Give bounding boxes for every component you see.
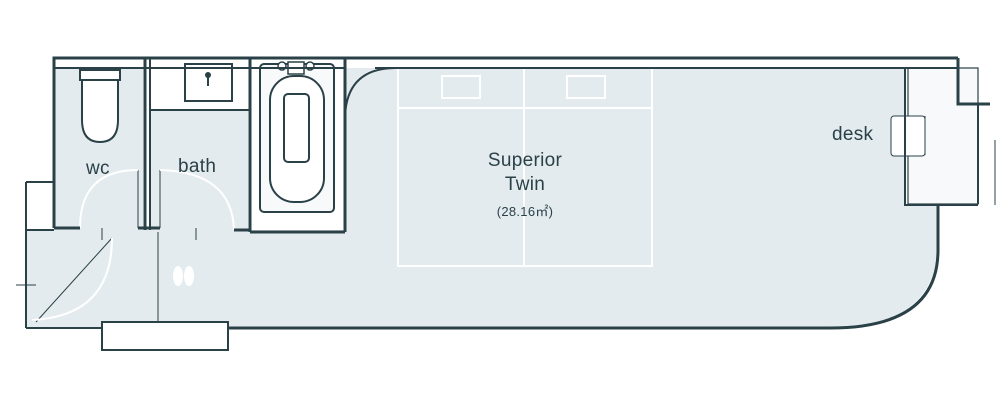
room-name-line2: Twin: [504, 174, 546, 195]
pillow-left: [441, 75, 481, 99]
toilet-bowl: [81, 79, 119, 144]
wc-label: wc: [86, 158, 110, 179]
desk-label: desk: [832, 124, 874, 145]
entry-door: [35, 237, 113, 323]
walls: [16, 56, 990, 351]
entry-door-swing: [31, 237, 113, 321]
pillow-right: [566, 75, 606, 99]
bathtub-drain: [283, 93, 310, 163]
bath-label: bath: [178, 156, 217, 177]
room-name-line1: Superior: [487, 150, 563, 171]
room-area: (28.16㎡): [496, 204, 554, 219]
toilet-tank: [79, 69, 121, 81]
bath-door-swing: [159, 169, 235, 231]
room-floor: [26, 68, 938, 328]
slippers-icon: [173, 266, 194, 286]
desk-chair: [890, 115, 926, 157]
wc-door-swing: [79, 169, 139, 229]
